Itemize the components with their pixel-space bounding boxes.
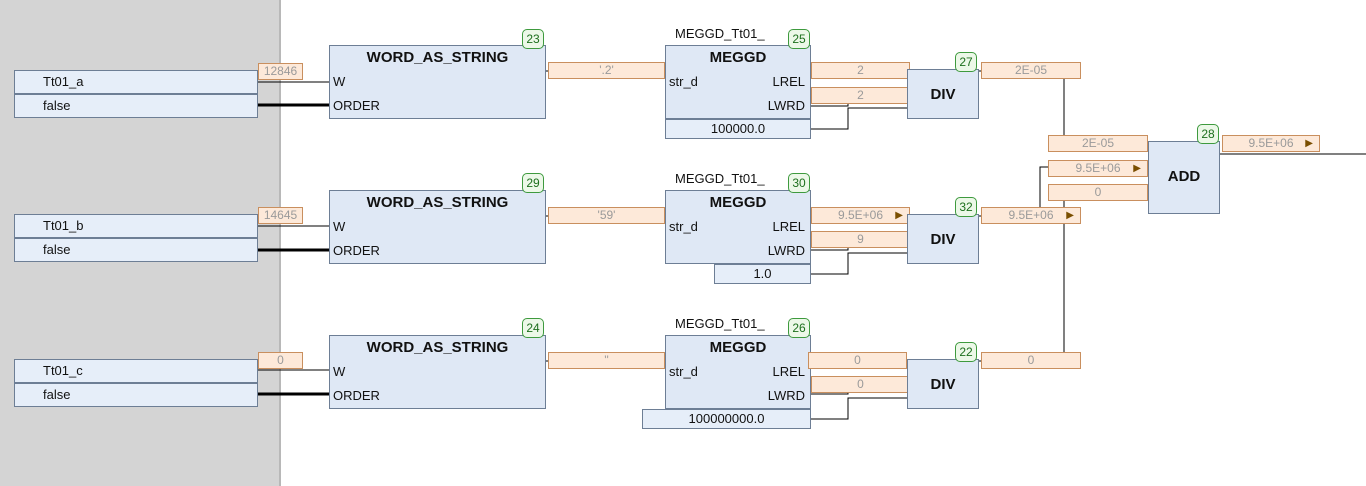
add-input-text: 9.5E+06 <box>1075 161 1121 175</box>
pin-order: ORDER <box>333 243 380 258</box>
word-input-value-c: 0 <box>258 352 303 369</box>
block-title: WORD_AS_STRING <box>366 339 509 356</box>
div-output-text: 9.5E+06 <box>1008 208 1054 222</box>
block-number-badge: 25 <box>788 29 810 49</box>
block-title: MEGGD <box>709 194 767 211</box>
block-title: DIV <box>930 86 956 103</box>
expand-arrow-icon[interactable]: ▶ <box>1066 210 1074 221</box>
word-as-string-block-29[interactable]: WORD_AS_STRING W ORDER <box>329 190 546 264</box>
word-as-string-block-23[interactable]: WORD_AS_STRING W ORDER <box>329 45 546 119</box>
instance-name: MEGGD_Tt01_ <box>675 316 765 331</box>
add-input-value-3: 0 <box>1048 184 1148 201</box>
was-output-value-a: '.2' <box>548 62 665 79</box>
block-number-badge: 29 <box>522 173 544 193</box>
pin-order: ORDER <box>333 98 380 113</box>
instance-name: MEGGD_Tt01_ <box>675 26 765 41</box>
block-title: WORD_AS_STRING <box>366 194 509 211</box>
add-input-value-1: 2E-05 <box>1048 135 1148 152</box>
expand-arrow-icon[interactable]: ▶ <box>1133 163 1141 174</box>
meggd-block-25[interactable]: MEGGD str_d LREL LWRD <box>665 45 811 119</box>
pin-lrel: LREL <box>772 74 805 89</box>
lrel-value-text: 9.5E+06 <box>837 208 884 222</box>
pin-lrel: LREL <box>772 364 805 379</box>
was-output-value-b: '59' <box>548 207 665 224</box>
block-number-badge: 32 <box>955 197 977 217</box>
pin-w: W <box>333 364 346 379</box>
block-number-badge: 23 <box>522 29 544 49</box>
block-title: DIV <box>930 376 956 393</box>
variable-tt01-c[interactable]: Tt01_c <box>14 359 258 383</box>
div-block-27[interactable]: DIV <box>907 69 979 119</box>
div-block-32[interactable]: DIV <box>907 214 979 264</box>
pin-str-d: str_d <box>669 219 698 234</box>
block-number-badge: 27 <box>955 52 977 72</box>
div-output-value-a: 2E-05 <box>981 62 1081 79</box>
meggd-block-26[interactable]: MEGGD str_d LREL LWRD <box>665 335 811 409</box>
variable-tt01-a-order[interactable]: false <box>14 94 258 118</box>
lrel-value: 9.5E+06 ▶ <box>811 207 910 224</box>
const-input[interactable]: 1.0 <box>714 264 811 284</box>
block-number-badge: 30 <box>788 173 810 193</box>
pin-lwrd: LWRD <box>767 388 805 403</box>
add-input-value-2: 9.5E+06 ▶ <box>1048 160 1148 177</box>
variable-tt01-b[interactable]: Tt01_b <box>14 214 258 238</box>
pin-lwrd: LWRD <box>767 243 805 258</box>
pin-w: W <box>333 74 346 89</box>
block-number-badge: 28 <box>1197 124 1219 144</box>
variable-tt01-b-order[interactable]: false <box>14 238 258 262</box>
lrel-value: 0 <box>808 352 907 369</box>
add-output-value: 9.5E+06 ▶ <box>1222 135 1320 152</box>
div-block-22[interactable]: DIV <box>907 359 979 409</box>
word-as-string-block-24[interactable]: WORD_AS_STRING W ORDER <box>329 335 546 409</box>
meggd-block-30[interactable]: MEGGD str_d LREL LWRD <box>665 190 811 264</box>
lwrd-value: 2 <box>811 87 910 104</box>
expand-arrow-icon[interactable]: ▶ <box>895 210 903 221</box>
block-number-badge: 24 <box>522 318 544 338</box>
block-number-badge: 22 <box>955 342 977 362</box>
pin-lrel: LREL <box>772 219 805 234</box>
word-input-value-a: 12846 <box>258 63 303 80</box>
expand-arrow-icon[interactable]: ▶ <box>1305 138 1313 149</box>
div-output-value-c: 0 <box>981 352 1081 369</box>
lwrd-value: 9 <box>811 231 910 248</box>
block-title: WORD_AS_STRING <box>366 49 509 66</box>
block-title: MEGGD <box>709 339 767 356</box>
block-title: DIV <box>930 231 956 248</box>
lrel-value: 2 <box>811 62 910 79</box>
was-output-value-c: '' <box>548 352 665 369</box>
pin-lwrd: LWRD <box>767 98 805 113</box>
div-output-value-b: 9.5E+06 ▶ <box>981 207 1081 224</box>
add-block-28[interactable]: ADD <box>1148 141 1220 214</box>
variable-tt01-c-order[interactable]: false <box>14 383 258 407</box>
block-title: MEGGD <box>709 49 767 66</box>
block-title: ADD <box>1167 168 1201 185</box>
block-number-badge: 26 <box>788 318 810 338</box>
add-output-text: 9.5E+06 <box>1248 136 1294 150</box>
instance-name: MEGGD_Tt01_ <box>675 171 765 186</box>
const-input[interactable]: 100000.0 <box>665 119 811 139</box>
lwrd-value: 0 <box>811 376 910 393</box>
variable-tt01-a[interactable]: Tt01_a <box>14 70 258 94</box>
pin-str-d: str_d <box>669 364 698 379</box>
word-input-value-b: 14645 <box>258 207 303 224</box>
pin-str-d: str_d <box>669 74 698 89</box>
pin-order: ORDER <box>333 388 380 403</box>
pin-w: W <box>333 219 346 234</box>
const-input[interactable]: 100000000.0 <box>642 409 811 429</box>
